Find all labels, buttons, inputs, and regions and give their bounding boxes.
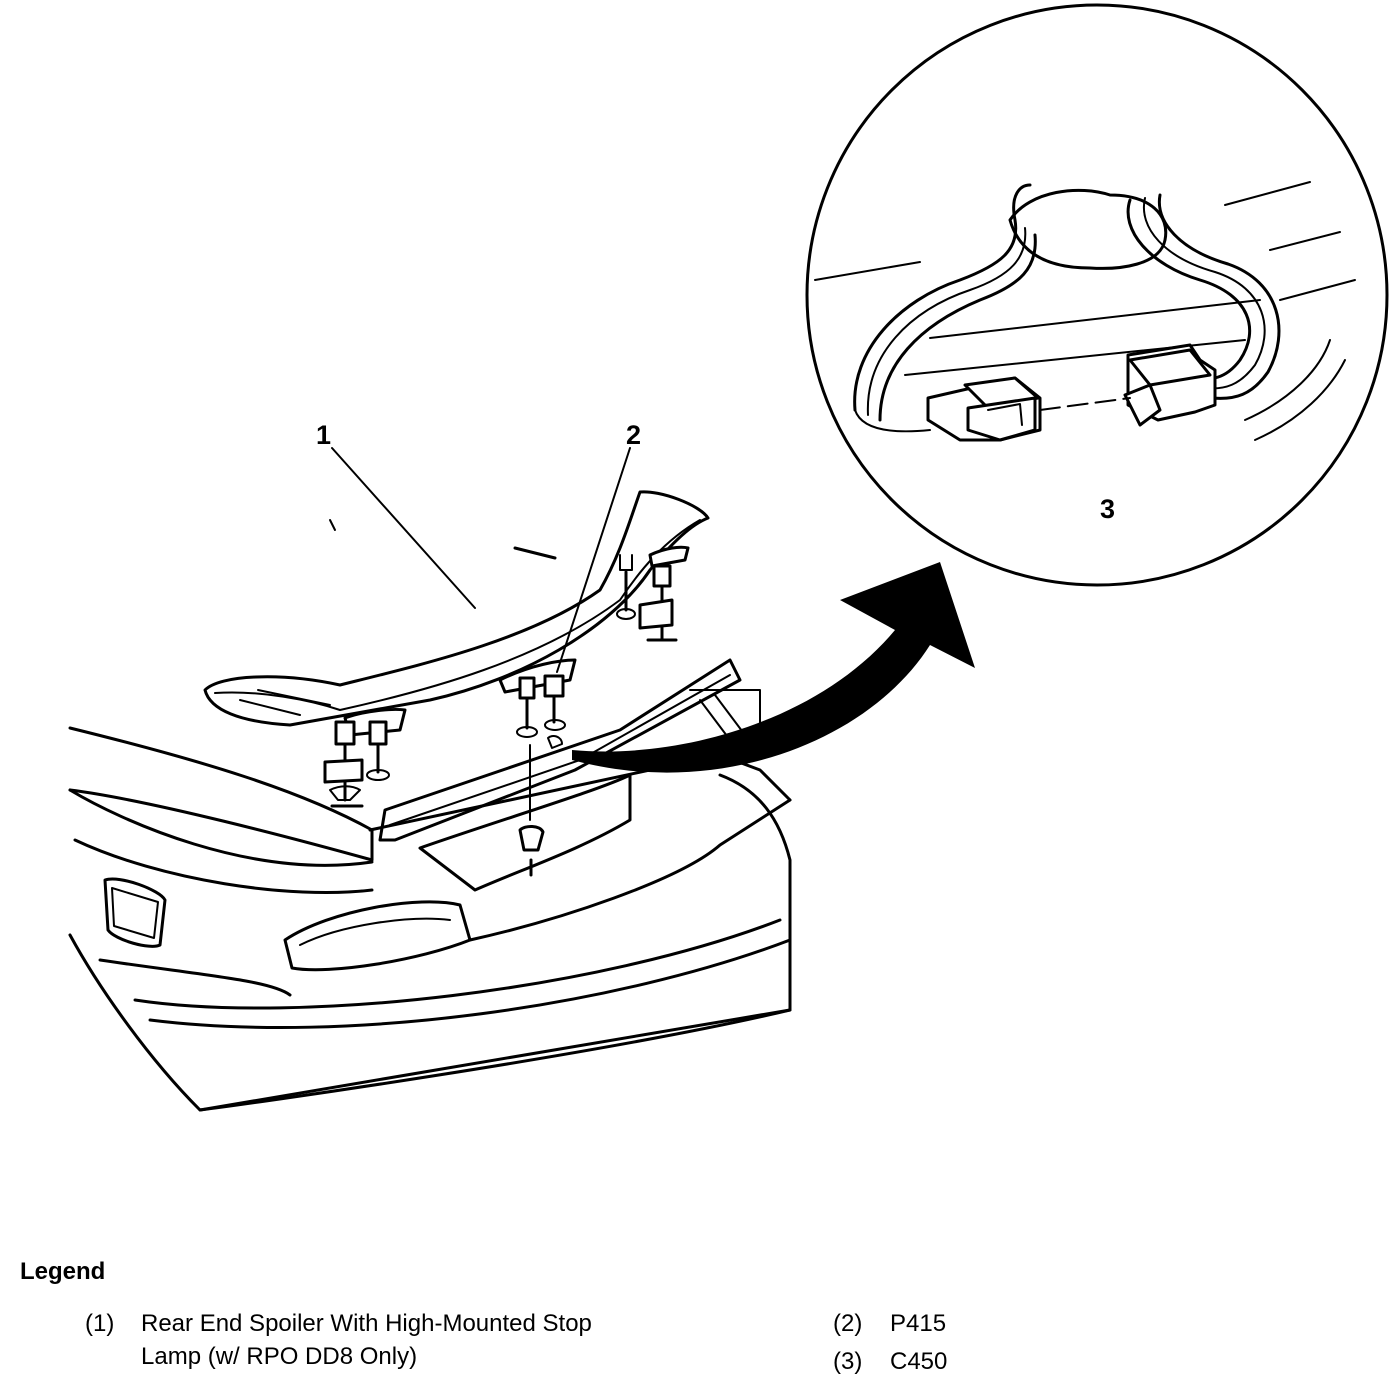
spoiler-fasteners: [323, 554, 678, 877]
connector-detail-view: [805, 3, 1389, 587]
legend-item-3: (3) C450: [0, 1345, 1392, 1378]
legend-item-2-text: P415: [890, 1310, 947, 1337]
legend-item-2: (2) P415: [0, 1307, 1392, 1340]
legend-item-1-text-line2: Lamp (w/ RPO DD8 Only): [141, 1343, 418, 1370]
legend-item-1: (1) Rear End Spoiler With High-Mounted S…: [0, 1307, 800, 1377]
legend-item-1-number: (1): [85, 1310, 115, 1337]
callout-3: 3: [1100, 494, 1115, 524]
callout-2: 2: [626, 420, 641, 450]
legend-item-1-text-line1: Rear End Spoiler With High-Mounted Stop: [141, 1310, 592, 1337]
detail-arrow: [572, 562, 975, 773]
legend: Legend (1) Rear End Spoiler With High-Mo…: [0, 1250, 1392, 1384]
legend-item-2-number: (2): [833, 1310, 863, 1337]
callout-1: 1: [316, 420, 331, 450]
legend-item-3-text: C450: [890, 1348, 948, 1375]
spoiler-diagram: 1 2 3: [68, 3, 1389, 1112]
legend-item-3-number: (3): [833, 1348, 863, 1375]
rear-spoiler: [203, 490, 710, 737]
legend-title: Legend: [20, 1258, 106, 1285]
